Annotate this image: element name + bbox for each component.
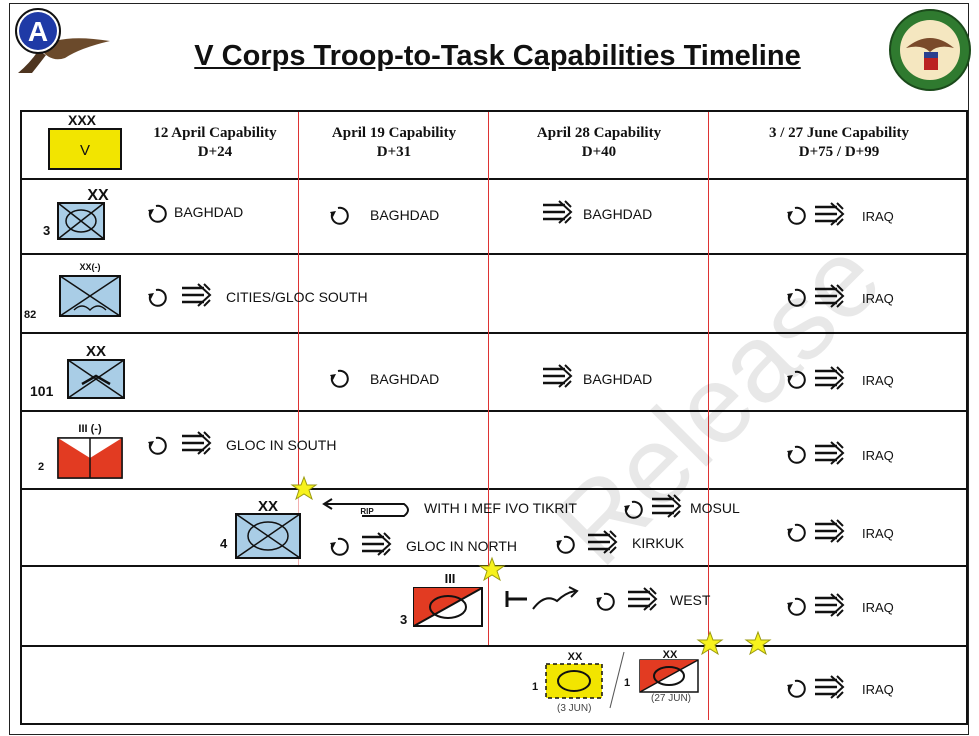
unit-number: 3	[400, 612, 407, 627]
star-icon	[291, 476, 317, 500]
unit-symbol-2acr: III (-) 2	[38, 423, 123, 479]
unit-symbol-4id: XX 4	[220, 498, 301, 559]
unit-number: 3	[43, 223, 50, 238]
arrows-icon	[813, 440, 845, 466]
arrows-icon	[180, 282, 212, 308]
unit-number: 101	[30, 383, 54, 399]
third-army-logo: A	[15, 8, 110, 73]
echelon-marker: III	[445, 571, 456, 586]
arrows-icon	[180, 430, 212, 456]
column-divider	[488, 112, 489, 645]
unit-number: 82	[24, 309, 36, 321]
task-label: BAGHDAD	[370, 371, 440, 387]
phase-line-arrow	[505, 586, 579, 610]
corps-echelon: XXX	[68, 112, 97, 128]
cycle-icon	[786, 206, 806, 225]
timeline-table	[20, 110, 968, 725]
unit-symbol-1ad: XX 1	[532, 651, 625, 709]
row-divider	[20, 178, 968, 180]
task-label: IRAQ	[862, 600, 894, 615]
unit-symbol-1id: XX 1	[624, 649, 699, 693]
echelon-marker: XX	[258, 498, 278, 515]
unit-number: 2	[38, 461, 44, 473]
arrows-icon	[626, 586, 658, 612]
cycle-icon	[595, 592, 615, 611]
unit-number: 1	[532, 681, 538, 693]
cycle-icon	[147, 288, 167, 307]
task-label: IRAQ	[862, 526, 894, 541]
task-label: BAGHDAD	[174, 204, 244, 220]
task-label: CITIES/GLOC SOUTH	[226, 289, 368, 305]
arrows-icon	[360, 531, 392, 557]
unit-symbol-3acr: III 3	[400, 571, 483, 627]
cycle-icon	[329, 369, 349, 388]
row-divider	[20, 253, 968, 255]
cycle-icon	[786, 445, 806, 464]
task-label: BAGHDAD	[583, 206, 653, 222]
task-label: IRAQ	[862, 209, 894, 224]
cycle-icon	[786, 597, 806, 616]
row-divider	[20, 410, 968, 412]
star-icon	[745, 631, 771, 655]
date-label: (3 JUN)	[557, 703, 592, 714]
task-label: WEST	[670, 592, 711, 608]
cycle-icon	[329, 206, 349, 225]
arrows-icon	[813, 674, 845, 700]
cycle-icon	[786, 523, 806, 542]
unit-number: 1	[624, 677, 630, 689]
task-label: IRAQ	[862, 682, 894, 697]
arrows-icon	[541, 199, 573, 225]
unit-number: 4	[220, 536, 228, 551]
cycle-icon	[329, 537, 349, 556]
task-label: MOSUL	[690, 500, 740, 516]
logo-letter: A	[28, 16, 48, 47]
echelon-marker: XX	[86, 343, 106, 360]
v-corps-seal	[889, 9, 971, 91]
task-label: IRAQ	[862, 291, 894, 306]
star-icon	[479, 557, 505, 581]
task-label: WITH I MEF IVO TIKRIT	[424, 500, 577, 516]
unit-symbol-3id: XX 3	[43, 187, 109, 240]
task-label: KIRKUK	[632, 535, 685, 551]
page-title: V Corps Troop-to-Task Capabilities Timel…	[194, 40, 801, 72]
cycle-icon	[147, 204, 167, 223]
slide-frame	[9, 3, 969, 735]
star-icon	[697, 631, 723, 655]
date-label: (27 JUN)	[651, 693, 692, 704]
task-label: BAGHDAD	[370, 207, 440, 223]
echelon-marker: III (-)	[78, 423, 102, 435]
unit-symbol-82abn: XX(-) 82	[24, 262, 121, 321]
echelon-marker: XX(-)	[80, 262, 101, 272]
arrows-icon	[813, 592, 845, 618]
task-label: GLOC IN NORTH	[406, 538, 517, 554]
unit-symbol-101abn: XX 101	[30, 343, 125, 399]
task-label: GLOC IN SOUTH	[226, 437, 337, 453]
echelon-marker: XX	[568, 651, 583, 663]
column-divider	[708, 112, 709, 720]
task-label: IRAQ	[862, 448, 894, 463]
echelon-marker: XX	[663, 649, 678, 661]
arrows-icon	[541, 363, 573, 389]
row-divider	[20, 488, 968, 490]
column-divider	[298, 112, 299, 490]
corps-designation: V	[80, 142, 90, 159]
task-label: IRAQ	[862, 373, 894, 388]
rip-arrow: RIP	[322, 498, 409, 517]
rip-label: RIP	[360, 507, 374, 516]
row-divider	[20, 332, 968, 334]
cycle-icon	[786, 679, 806, 698]
arrows-icon	[813, 518, 845, 544]
corps-symbol: XXX V	[48, 112, 122, 170]
task-label: BAGHDAD	[583, 371, 653, 387]
cycle-icon	[147, 436, 167, 455]
row-divider	[20, 645, 968, 647]
echelon-marker: XX	[87, 187, 109, 204]
